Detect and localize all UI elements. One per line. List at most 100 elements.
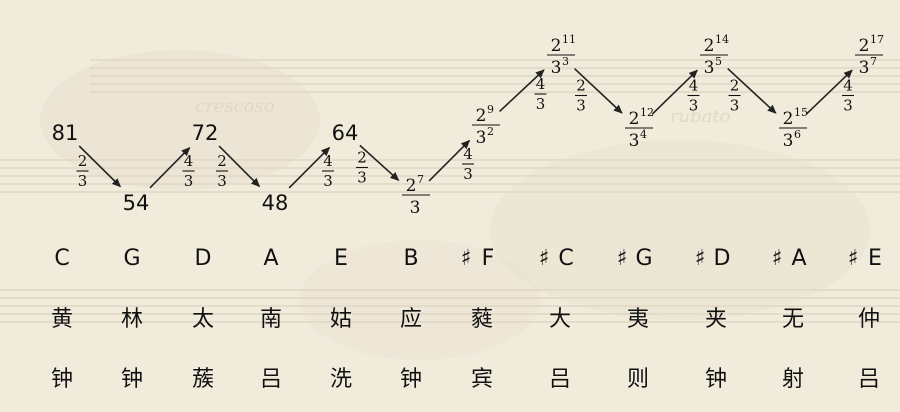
- lu-char-bottom-5: 钟: [400, 367, 422, 392]
- ratio-2: 23: [216, 152, 228, 190]
- ratio-denominator: 3: [184, 172, 194, 190]
- denominator-exponent: 4: [640, 128, 647, 141]
- arrow-6: [499, 69, 545, 112]
- arrow-10: [805, 69, 853, 115]
- note-6: ♯F: [461, 246, 495, 271]
- numerator-exponent: 9: [487, 103, 494, 116]
- value-label: 48: [262, 191, 289, 215]
- ratio-9: 23: [728, 77, 741, 115]
- note-name: E: [868, 246, 882, 271]
- denominator: 3: [410, 198, 421, 218]
- svg-text:crescoso: crescoso: [195, 96, 275, 117]
- ratio-numerator: 2: [357, 149, 367, 167]
- sharp-sign: ♯: [772, 246, 783, 271]
- lu-char-bottom-11: 吕: [858, 367, 880, 392]
- ratio-0: 23: [76, 152, 89, 190]
- note-name: G: [123, 246, 140, 271]
- denominator-base: 3: [629, 131, 640, 151]
- numerator-exponent: 14: [715, 33, 729, 46]
- numerator-exponent: 15: [794, 106, 808, 119]
- note-8: ♯G: [617, 246, 653, 271]
- lu-char-bottom-10: 射: [782, 367, 804, 392]
- value-node-2: 72: [192, 121, 219, 145]
- lu-char-top-4: 姑: [330, 307, 352, 332]
- note-0: C: [54, 246, 69, 271]
- ratio-3: 43: [322, 152, 334, 190]
- note-4: E: [334, 246, 348, 271]
- numerator-base: 2: [629, 109, 640, 129]
- lu-char-bottom-7: 吕: [549, 367, 571, 392]
- denominator-base: 3: [704, 58, 715, 78]
- denominator-exponent: 2: [487, 125, 494, 138]
- numerator-exponent: 7: [417, 173, 424, 186]
- denominator-exponent: 5: [715, 55, 722, 68]
- arrow-4: [359, 144, 400, 181]
- ratio-numerator: 4: [463, 145, 473, 163]
- lu-char-top-11: 仲: [858, 307, 880, 332]
- note-2: D: [195, 246, 212, 271]
- lu-char-top-0: 黄: [51, 307, 73, 332]
- lu-names-row-1: 黄林太南姑应蕤大夷夹无仲: [51, 307, 880, 332]
- ratio-4: 23: [356, 149, 368, 187]
- ratio-numerator: 2: [576, 77, 586, 95]
- ratio-numerator: 4: [843, 77, 853, 95]
- lu-char-top-8: 夷: [627, 307, 649, 332]
- ratio-denominator: 3: [323, 172, 333, 190]
- ratio-numerator: 2: [730, 77, 740, 95]
- arrows-layer: [78, 68, 853, 189]
- lu-char-bottom-6: 宾: [471, 367, 493, 392]
- value-node-3: 48: [262, 191, 289, 215]
- denominator-base: 3: [859, 58, 870, 78]
- note-name: A: [263, 246, 278, 271]
- numerator-base: 2: [783, 109, 794, 129]
- note-name: D: [714, 246, 731, 271]
- lu-names-row-2: 钟钟蔟吕洗钟宾吕则钟射吕: [51, 367, 880, 392]
- note-7: ♯C: [539, 246, 574, 271]
- lu-char-top-9: 夹: [705, 307, 727, 332]
- note-1: G: [123, 246, 140, 271]
- arrow-0: [78, 145, 122, 188]
- sharp-sign: ♯: [695, 246, 706, 271]
- ratio-6: 43: [534, 75, 547, 113]
- denominator-exponent: 6: [794, 128, 801, 141]
- denominator-exponent: 7: [870, 55, 877, 68]
- note-11: ♯E: [848, 246, 882, 271]
- lu-char-top-10: 无: [782, 307, 804, 332]
- lu-char-top-3: 南: [260, 307, 282, 332]
- ratio-denominator: 3: [78, 172, 88, 190]
- sharp-sign: ♯: [617, 246, 628, 271]
- denominator-base: 3: [476, 128, 487, 148]
- ratio-denominator: 3: [730, 97, 740, 115]
- ratio-numerator: 2: [78, 152, 88, 170]
- arrow-7: [574, 68, 623, 114]
- sharp-sign: ♯: [848, 246, 859, 271]
- ratio-10: 43: [842, 77, 854, 115]
- denominator-base: 3: [783, 131, 794, 151]
- note-5: B: [403, 246, 418, 271]
- lu-char-bottom-2: 蔟: [192, 367, 214, 392]
- note-name: A: [791, 246, 806, 271]
- value-node-0: 81: [52, 121, 79, 145]
- lu-char-bottom-0: 钟: [51, 367, 73, 392]
- arrow-2: [218, 145, 261, 188]
- ratio-denominator: 3: [357, 169, 367, 187]
- lu-char-bottom-3: 吕: [260, 367, 282, 392]
- ratio-denominator: 3: [689, 97, 699, 115]
- svg-text:rubato: rubato: [670, 106, 731, 127]
- value-label: 54: [123, 191, 150, 215]
- denominator-exponent: 3: [562, 55, 569, 68]
- note-3: A: [263, 246, 278, 271]
- note-name: C: [558, 246, 573, 271]
- arrow-5: [428, 139, 471, 182]
- ratio-1: 43: [182, 152, 195, 190]
- numerator-base: 2: [476, 106, 487, 126]
- numerator-base: 2: [859, 36, 870, 56]
